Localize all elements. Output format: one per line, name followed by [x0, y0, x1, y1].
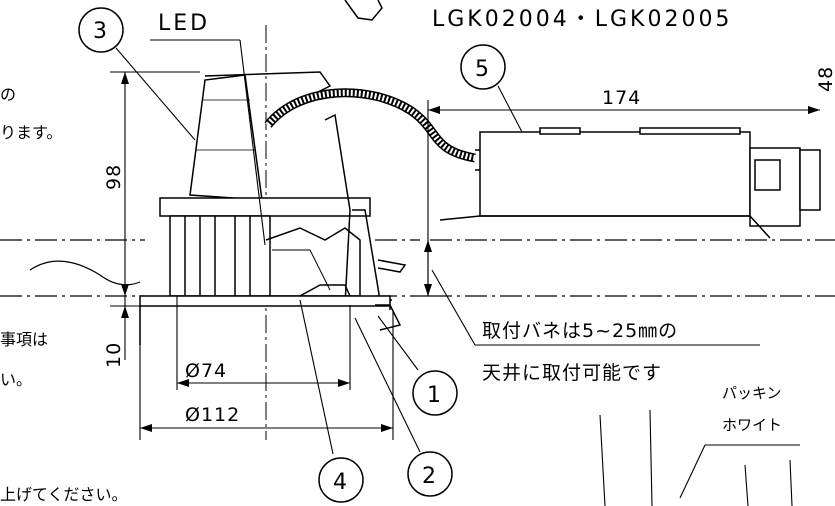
left-note-fragment-2: ります。: [0, 123, 62, 142]
packing-color-label: ホワイト: [722, 416, 782, 434]
callout-circle-3: [78, 7, 124, 53]
packing-label: パッキン: [722, 384, 782, 402]
callout-circle-5: [460, 44, 506, 90]
callout-5-number: 5: [475, 57, 492, 82]
callout-circle-2: [407, 451, 453, 497]
dimension-48: 48: [815, 66, 835, 92]
callout-circles: [78, 7, 506, 503]
dimension-98: 98: [103, 164, 125, 190]
power-supply-unit: [439, 127, 821, 239]
spring-note-line-2: 天井に取付可能です: [482, 362, 662, 384]
led-label: LED: [158, 11, 210, 36]
callout-3-number: 3: [93, 19, 110, 44]
callout-2-number: 2: [422, 464, 439, 489]
left-note-fragment-1: の: [0, 85, 16, 104]
dimension-dia-74: Ø74: [185, 360, 227, 382]
downlight-fixture: [29, 71, 407, 345]
top-tag-shape: [344, 0, 383, 21]
left-note-fragment-3: 事項は: [0, 330, 48, 349]
left-note-fragment-4: い。: [0, 370, 32, 389]
leader-lines: [115, 39, 800, 506]
callout-4-number: 4: [333, 470, 350, 495]
callout-circle-1: [412, 370, 458, 416]
spring-note-line-1: 取付バネは5~25㎜の: [482, 320, 678, 342]
model-numbers: LGK02004・LGK02005: [432, 7, 732, 32]
dimension-174: 174: [602, 87, 641, 109]
dimension-dia-112: Ø112: [185, 404, 240, 426]
power-cable: [264, 88, 476, 163]
arrowheads: [121, 72, 820, 432]
callout-circle-4: [318, 457, 364, 503]
callout-1-number: 1: [427, 383, 444, 408]
left-note-fragment-5: 上げてください。: [0, 485, 128, 504]
dimension-10: 10: [103, 342, 125, 368]
